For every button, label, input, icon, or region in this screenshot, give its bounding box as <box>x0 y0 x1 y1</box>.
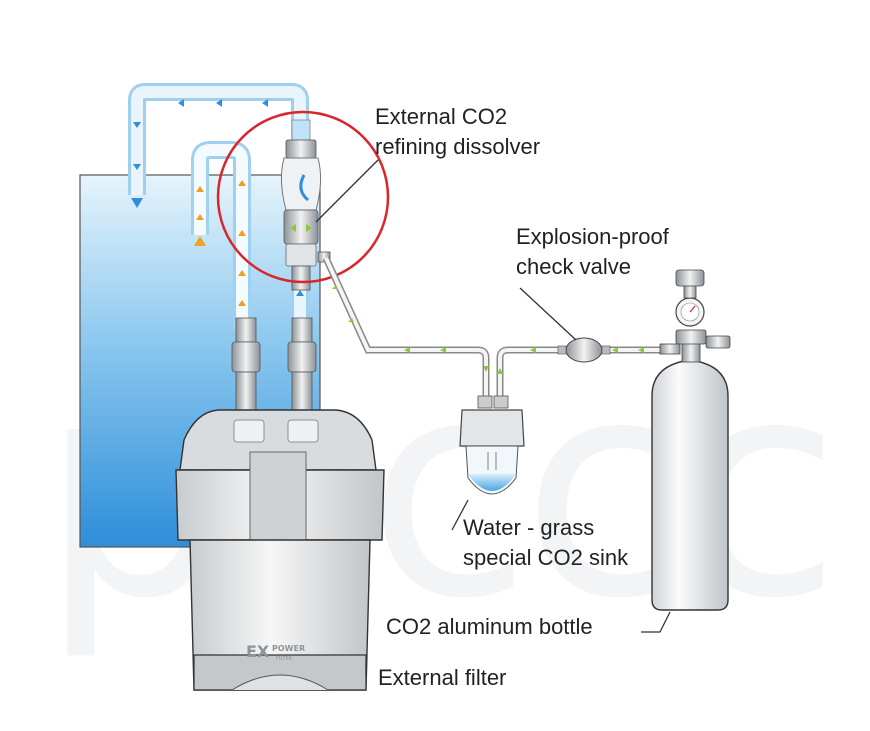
label-check-valve-line2: check valve <box>516 254 631 279</box>
check-valve <box>557 337 611 363</box>
filter-logo-sub: FILTER <box>276 656 293 662</box>
filter-logo-small: POWER <box>272 644 305 653</box>
label-sink-line1: Water - grass <box>463 515 595 540</box>
highlight-circle <box>216 110 390 284</box>
co2-dissolver <box>280 119 331 291</box>
label-dissolver: External CO2 refining dissolver <box>375 102 540 162</box>
leader-lines <box>315 159 671 676</box>
label-sink: Water - grass special CO2 sink <box>463 513 628 573</box>
leader-bottle <box>641 611 671 633</box>
hose-valves <box>231 317 317 411</box>
return-pipe <box>128 83 309 330</box>
co2-sink <box>459 395 525 495</box>
leader-sink <box>451 499 469 531</box>
leader-dissolver <box>315 159 379 223</box>
intake-pipe <box>191 141 251 330</box>
label-check-valve: Explosion-proof check valve <box>516 222 669 282</box>
filter-logo-big: EX <box>246 642 270 661</box>
label-dissolver-line1: External CO2 <box>375 104 508 129</box>
label-bottle: CO2 aluminum bottle <box>386 614 593 639</box>
filter-logo: EX POWER FILTER <box>246 642 305 662</box>
external-filter <box>175 409 385 691</box>
co2-bottle <box>651 269 731 611</box>
label-filter: External filter <box>378 665 507 690</box>
label-dissolver-line2: refining dissolver <box>375 134 541 159</box>
co2-tubing <box>322 256 676 398</box>
label-sink-line2: special CO2 sink <box>463 545 629 570</box>
label-check-valve-line1: Explosion-proof <box>516 224 669 249</box>
leader-check-valve <box>519 287 577 341</box>
